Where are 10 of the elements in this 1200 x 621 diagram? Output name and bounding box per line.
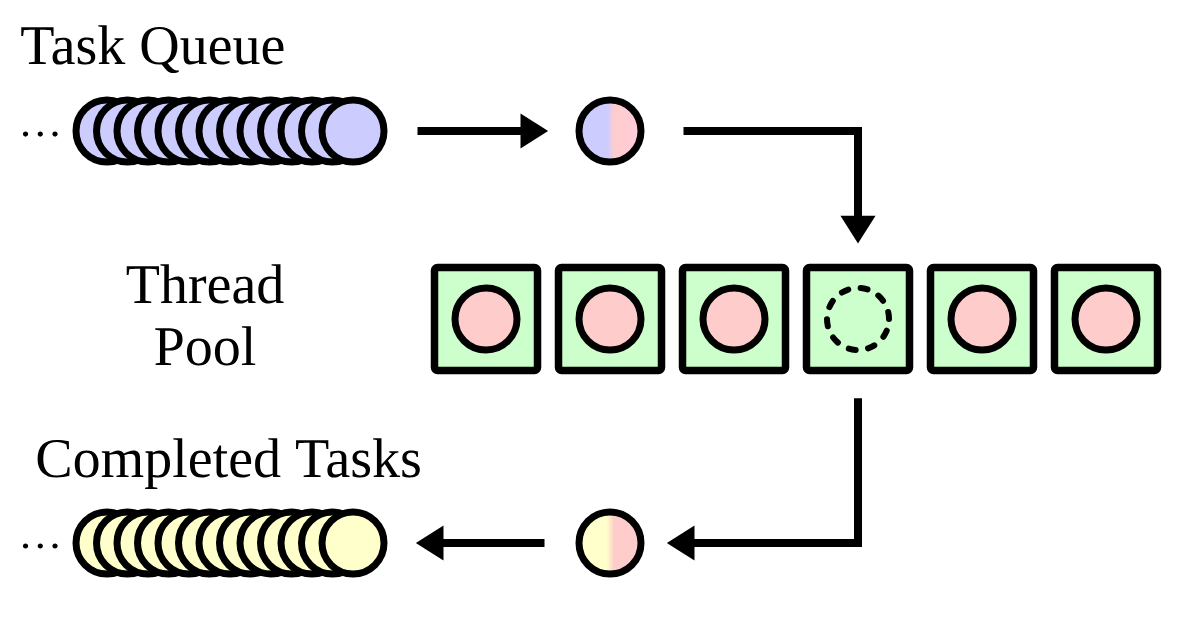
ellipsis: … (22, 543, 58, 549)
task-circle (575, 508, 645, 578)
task-circle (575, 96, 645, 166)
task-circle (1071, 284, 1141, 354)
heading: Completed Tasks (37, 438, 420, 489)
heading: Task Queue (21, 25, 284, 74)
ellipsis: … (22, 131, 58, 137)
thread-box (802, 263, 914, 375)
empty-slot (824, 285, 892, 353)
label: Thread Pool (126, 264, 284, 366)
